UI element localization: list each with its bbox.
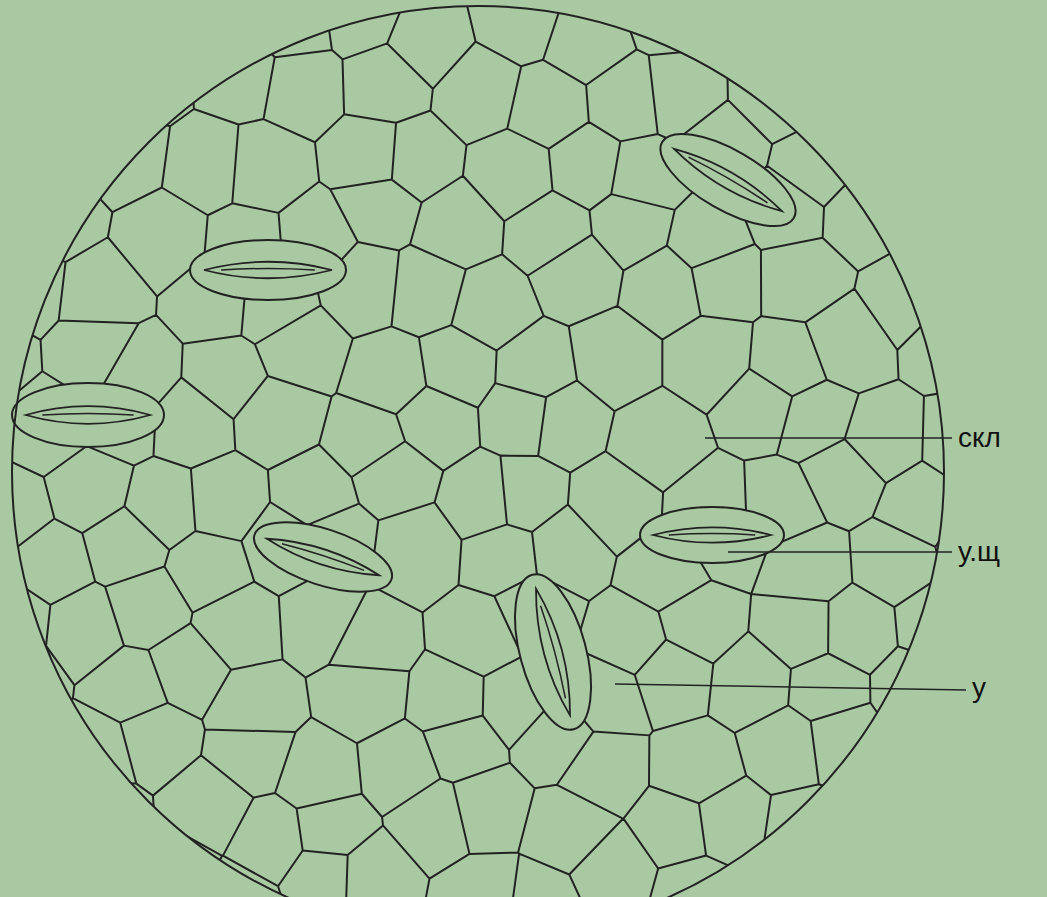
guard-cells-outline [190, 240, 346, 300]
field-of-view [12, 6, 944, 897]
stoma [246, 508, 400, 606]
guard-cells-outline [500, 566, 605, 738]
stomatal-slit [221, 269, 315, 271]
guard-cell-inner [26, 406, 151, 424]
stomatal-slit [282, 542, 365, 570]
guard-cell-inner [670, 142, 786, 219]
guard-cell-inner [527, 586, 578, 717]
stoma [647, 116, 809, 244]
stoma [640, 507, 784, 563]
stomatal-slit [689, 156, 769, 203]
stoma [500, 566, 605, 738]
part-label: скл [958, 424, 1001, 452]
stoma [190, 240, 346, 300]
stomatal-slit [669, 534, 755, 535]
stomatal-slit [42, 413, 133, 415]
guard-cells-outline [647, 116, 809, 244]
part-label: у [972, 674, 986, 702]
leader-line [615, 684, 966, 690]
leader-line [705, 437, 952, 439]
leader-line [728, 551, 952, 553]
guard-cells-outline [246, 508, 400, 606]
guard-cells-outline [640, 507, 784, 563]
guard-cell-inner [264, 531, 381, 582]
part-label: у.щ [958, 538, 1000, 566]
guard-cells-outline [12, 383, 164, 447]
guard-cell-inner [204, 262, 332, 279]
guard-cell-inner [653, 527, 771, 542]
stomata-group [12, 116, 809, 738]
stomatal-slit [541, 605, 567, 698]
stoma [12, 383, 164, 447]
